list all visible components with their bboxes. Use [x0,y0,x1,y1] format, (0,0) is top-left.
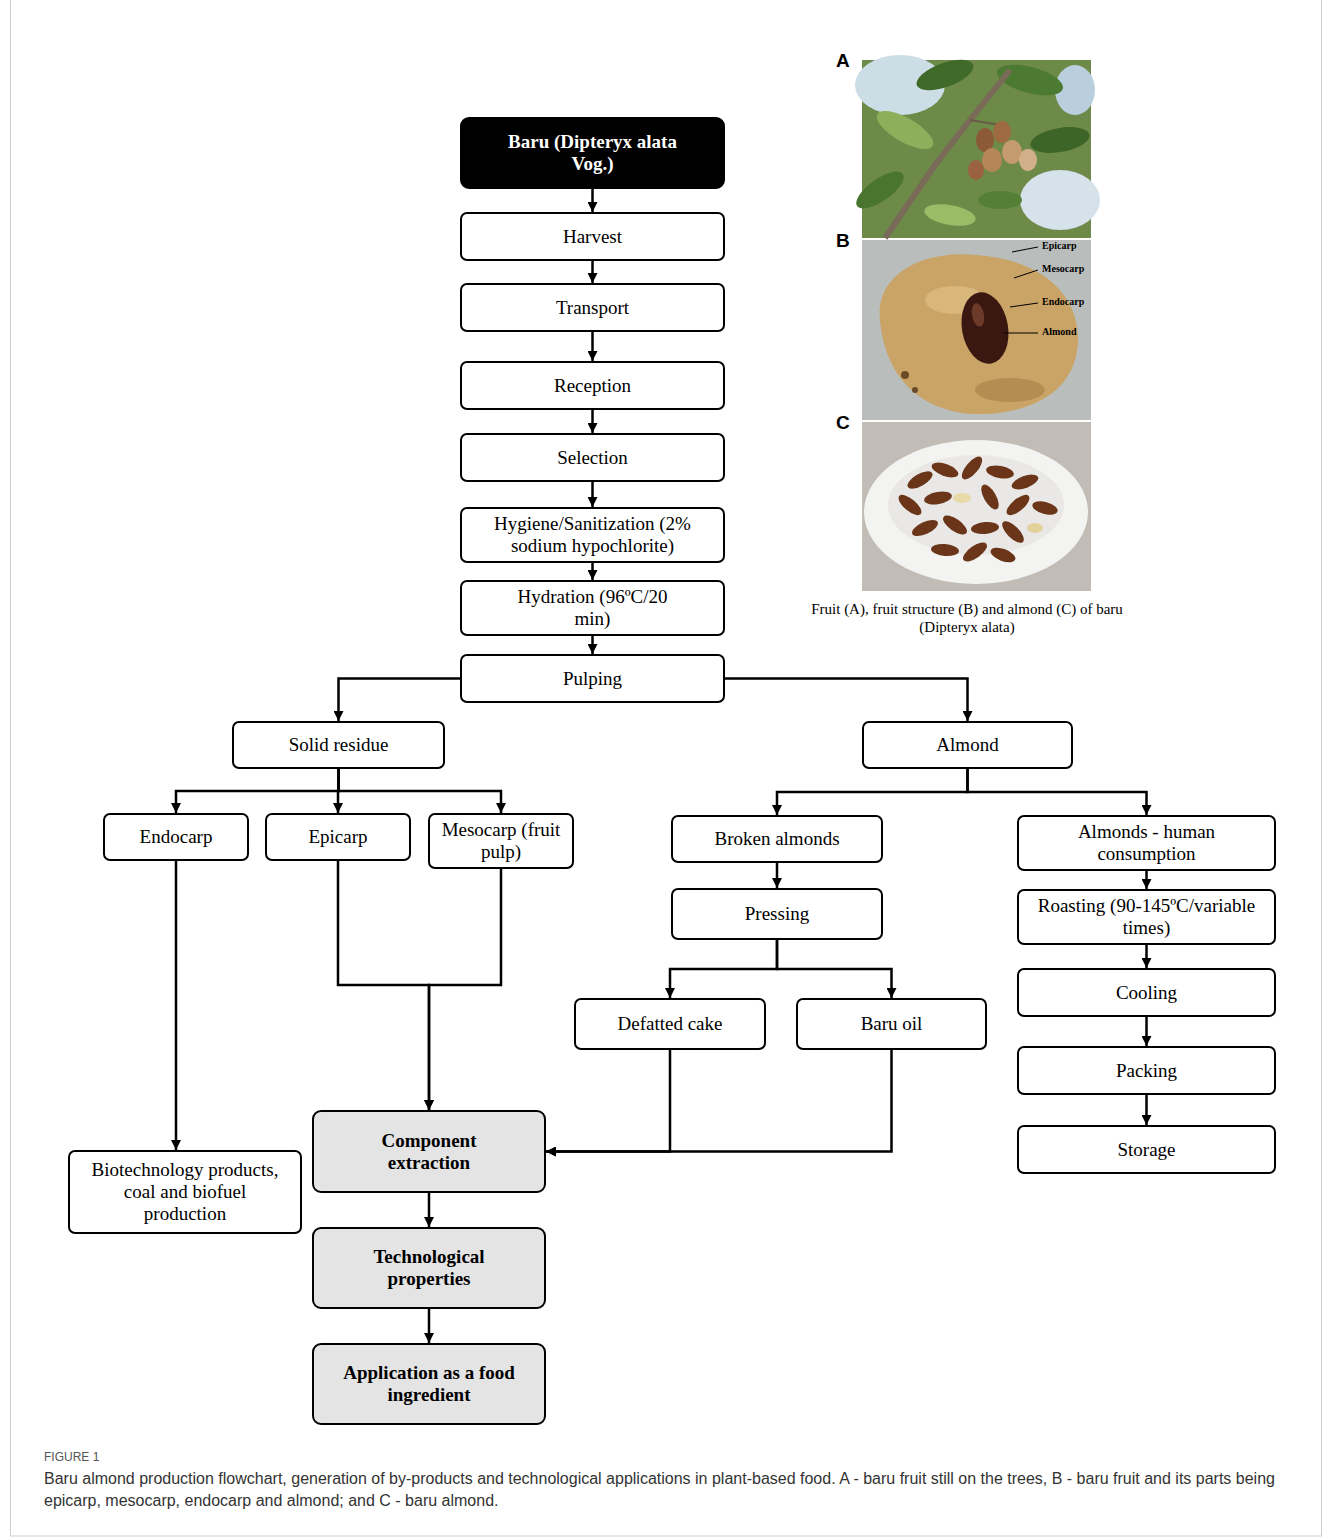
box-text: Hydration (96ºC/20 min) [508,586,678,630]
box-text: Hygiene/Sanitization (2% sodium hypochlo… [485,513,700,557]
process-box: Biotechnology products, coal and biofuel… [68,1150,302,1234]
process-box: Selection [460,433,725,482]
flow-arrow [1145,945,1148,968]
application-box: Application as a food ingredient [312,1343,546,1425]
flow-arrow [591,189,594,212]
box-text: Baru (Dipteryx alata Vog.) [490,131,695,175]
process-box: Solid residue [232,721,445,769]
box-text: Endocarp [140,826,213,848]
flow-arrow [337,769,340,813]
box-text: Roasting (90-145ºC/variable times) [1031,895,1263,939]
photo-caption: Fruit (A), fruit structure (B) and almon… [808,600,1126,636]
box-text: Application as a food ingredient [329,1362,529,1406]
flow-arrow [546,1050,892,1152]
flow-arrow [338,861,429,1110]
process-box: Hydration (96ºC/20 min) [460,580,725,636]
flow-arrow [1145,1017,1148,1046]
box-text: Transport [556,297,629,319]
photo-tree [851,53,1100,238]
photo-almonds [862,422,1091,591]
process-box: Pressing [671,888,883,940]
panel-letter: B [836,230,858,253]
box-text: Reception [554,375,631,397]
figure-frame [11,0,1322,1536]
box-text: Technological properties [349,1246,509,1290]
flow-arrow [591,563,594,580]
flow-arrow [591,410,594,433]
process-box: Roasting (90-145ºC/variable times) [1017,889,1276,945]
part-label: Epicarp [1042,240,1102,252]
box-text: Broken almonds [714,828,839,850]
box-text: Pulping [563,668,622,690]
box-text: Storage [1117,1139,1175,1161]
process-box: Hygiene/Sanitization (2% sodium hypochlo… [460,507,725,563]
flow-arrow [428,1309,431,1343]
part-label: Mesocarp [1042,263,1102,275]
application-box: Technological properties [312,1227,546,1309]
flow-arrow [591,332,594,361]
box-text: Epicarp [308,826,367,848]
process-box: Almonds - human consumption [1017,815,1276,871]
box-text: Almonds - human consumption [1054,821,1239,865]
flow-arrow [339,769,502,813]
box-text: Pressing [745,903,809,925]
flow-arrow [176,769,339,813]
box-text: Harvest [563,226,622,248]
flow-arrow [670,940,777,998]
start-box: Baru (Dipteryx alata Vog.) [460,117,725,189]
flow-arrow [777,769,968,815]
process-box: Harvest [460,212,725,261]
process-box: Mesocarp (fruit pulp) [428,813,574,869]
box-text: Defatted cake [618,1013,723,1035]
flow-arrow [339,679,461,722]
flow-arrow [429,869,501,1110]
box-text: Cooling [1116,982,1177,1004]
flow-arrow [725,679,968,722]
flow-arrow [546,1050,670,1152]
flow-arrow [968,769,1147,815]
process-box: Cooling [1017,968,1276,1017]
flow-arrow [777,940,892,998]
part-label: Almond [1042,326,1102,338]
flow-arrow [591,636,594,654]
box-text: Solid residue [289,734,389,756]
flow-arrow [776,863,779,888]
box-text: Packing [1116,1060,1177,1082]
process-box: Pulping [460,654,725,703]
application-box: Component extraction [312,1110,546,1193]
process-box: Storage [1017,1125,1276,1174]
process-box: Packing [1017,1046,1276,1095]
part-label: Endocarp [1042,296,1102,308]
flow-arrow [591,482,594,507]
figure-number: FIGURE 1 [44,1450,244,1464]
flow-arrow [428,1193,431,1227]
box-text: Component extraction [354,1130,504,1174]
box-text: Mesocarp (fruit pulp) [438,819,564,863]
box-text: Almond [936,734,998,756]
panel-letter: A [836,50,858,73]
process-box: Endocarp [103,813,249,861]
box-text: Selection [557,447,628,469]
panel-letter: C [836,412,858,435]
flow-arrow [591,261,594,283]
flow-arrow [175,861,178,1150]
process-box: Epicarp [265,813,411,861]
figure-caption: Baru almond production flowchart, genera… [44,1468,1284,1511]
box-text: Baru oil [861,1013,923,1035]
process-box: Broken almonds [671,815,883,863]
process-box: Reception [460,361,725,410]
process-box: Almond [862,721,1073,769]
process-box: Transport [460,283,725,332]
flow-arrow [1145,1095,1148,1125]
box-text: Biotechnology products, coal and biofuel… [90,1159,280,1225]
flow-arrow [1145,871,1148,889]
process-box: Defatted cake [574,998,766,1050]
process-box: Baru oil [796,998,987,1050]
